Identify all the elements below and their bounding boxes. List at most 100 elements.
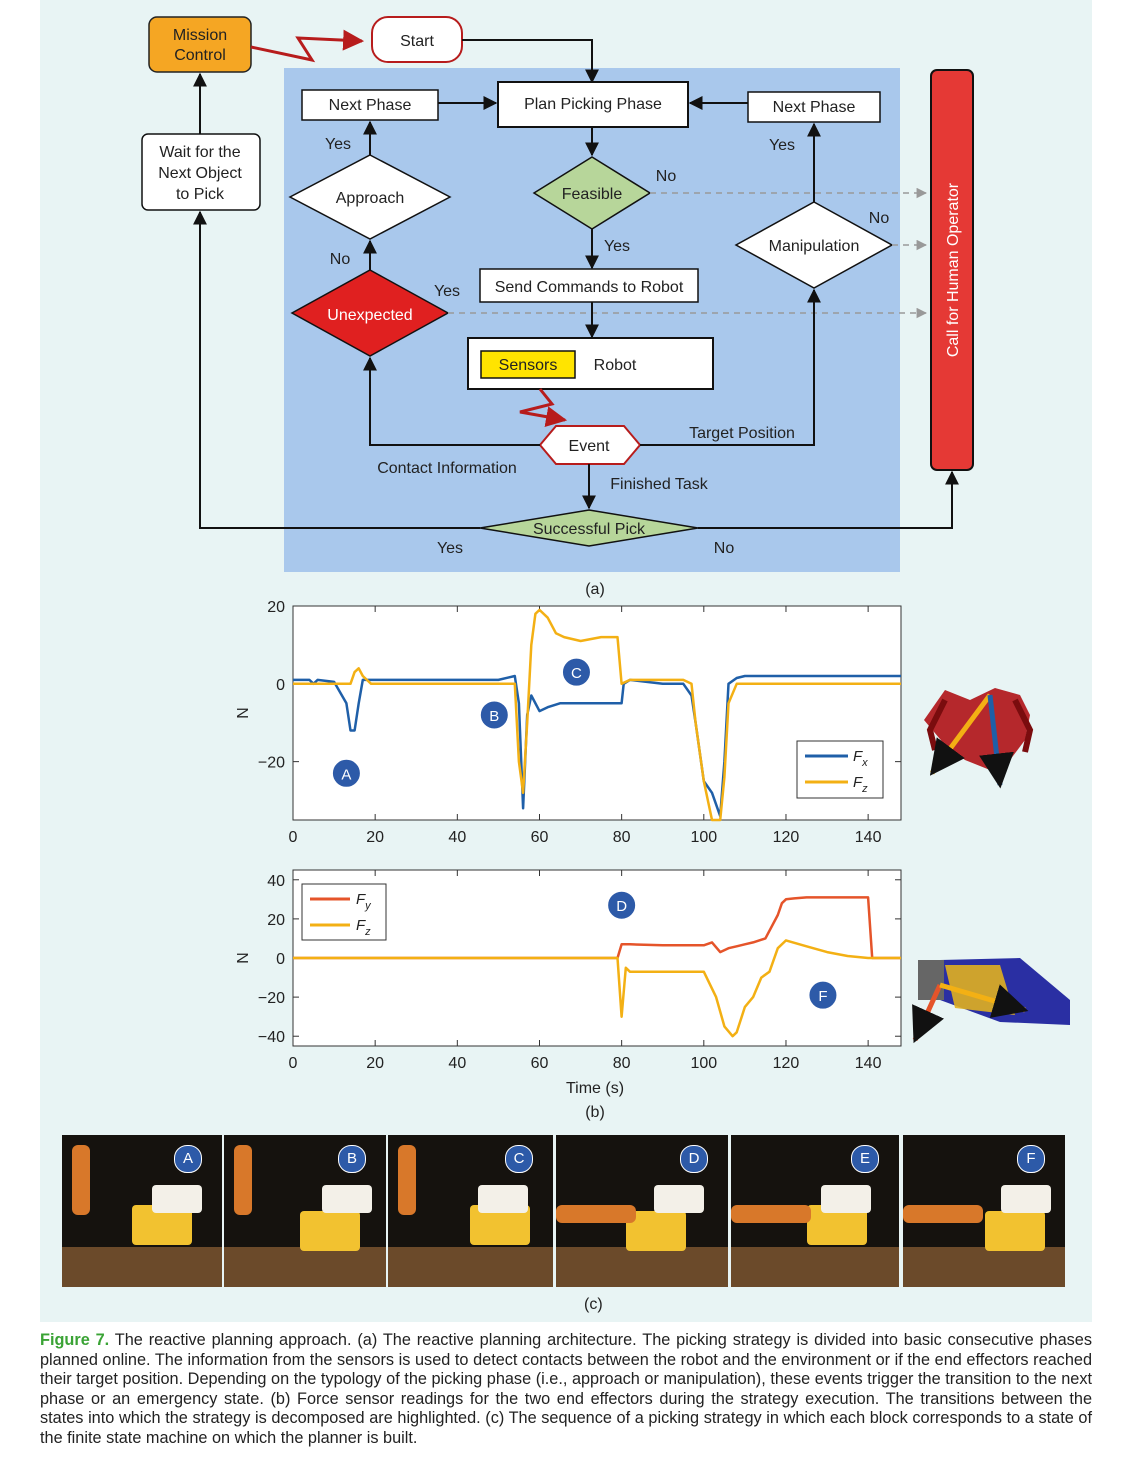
photo-state-e: E <box>731 1135 899 1287</box>
state-marker-label: D <box>616 898 627 915</box>
y-axis-label: N <box>233 707 250 719</box>
event-label: Event <box>569 438 610 455</box>
x-tick-label: 40 <box>448 829 466 846</box>
feasible-no-label: No <box>656 168 677 185</box>
next-phase-left-label: Next Phase <box>329 97 412 114</box>
approach-yes-label: Yes <box>325 136 351 153</box>
gripper-arm-illustration <box>912 958 1070 1044</box>
start-label: Start <box>400 33 434 50</box>
state-marker-c <box>561 657 591 687</box>
manipulation-label: Manipulation <box>769 238 860 255</box>
table-surface <box>62 1247 222 1287</box>
table-surface <box>388 1247 553 1287</box>
event-to-unexpected-arrow <box>363 356 540 446</box>
feasible-label: Feasible <box>562 186 623 203</box>
plan-picking-phase-label: Plan Picking Phase <box>524 96 662 113</box>
y-tick-label: −20 <box>258 755 285 772</box>
call-human-operator-label: Call for Human Operator <box>945 182 962 357</box>
manipulation-diamond <box>734 201 894 289</box>
yellow-container <box>300 1211 360 1251</box>
state-marker-label: A <box>341 766 351 783</box>
state-badge: D <box>680 1145 708 1173</box>
unexpected-yes-label: Yes <box>434 283 460 300</box>
successful-pick-label: Successful Pick <box>533 521 646 538</box>
y-axis-label: N <box>233 952 250 964</box>
pick-no-label: No <box>714 540 735 557</box>
yellow-container <box>626 1211 686 1251</box>
sensors-to-event-signal <box>519 388 568 428</box>
successful-pick-diamond <box>479 509 699 547</box>
x-tick-label: 40 <box>448 1055 466 1072</box>
next-phase-left-box <box>301 89 439 121</box>
x-tick-label: 100 <box>690 1055 717 1072</box>
x-tick-label: 120 <box>773 829 800 846</box>
state-badge: C <box>505 1145 533 1173</box>
white-container <box>152 1185 202 1213</box>
chart2-legend: Fy Fz <box>301 883 387 941</box>
target-position-label: Target Position <box>689 425 795 442</box>
y-tick-label: 40 <box>267 873 285 890</box>
white-container <box>654 1185 704 1213</box>
state-marker-d <box>607 890 637 920</box>
legend-fy-label: Fy <box>356 891 372 912</box>
start-arrow <box>462 39 599 84</box>
series-line-fz <box>293 939 901 1038</box>
send-commands-label: Send Commands to Robot <box>495 279 684 296</box>
state-marker-label: F <box>818 988 827 1005</box>
series-line-fy <box>293 896 901 960</box>
subfigure-b-label: (b) <box>585 1104 605 1121</box>
state-marker-f <box>808 980 838 1010</box>
sensors-box <box>480 350 576 379</box>
y-tick-label: 20 <box>267 912 285 929</box>
feasible-yes-label: Yes <box>604 238 630 255</box>
table-surface <box>556 1247 728 1287</box>
y-tick-label: −20 <box>258 990 285 1007</box>
x-tick-label: 120 <box>773 1055 800 1072</box>
state-marker-label: C <box>571 665 582 682</box>
next-phase-right-box <box>747 91 881 123</box>
state-badge: F <box>1017 1145 1045 1173</box>
white-container <box>322 1185 372 1213</box>
pick-yes-arrow <box>193 210 480 529</box>
x-tick-label: 140 <box>855 1055 882 1072</box>
table-surface <box>731 1247 899 1287</box>
photo-state-a: A <box>62 1135 222 1287</box>
approach-diamond <box>288 154 452 240</box>
next-phase-right-label: Next Phase <box>773 99 856 116</box>
y-tick-label: −40 <box>258 1029 285 1046</box>
robot-arm <box>731 1205 811 1223</box>
robot-arm <box>903 1205 983 1223</box>
finished-task-label: Finished Task <box>610 476 709 493</box>
x-tick-label: 80 <box>613 829 631 846</box>
x-tick-label: 60 <box>531 1055 549 1072</box>
unexpected-no-label: No <box>330 251 351 268</box>
white-container <box>821 1185 871 1213</box>
legend-fz2-label: Fz <box>356 917 371 938</box>
contact-information-label: Contact Information <box>377 460 517 477</box>
legend-fz-label: Fz <box>853 774 868 795</box>
photo-state-f: F <box>903 1135 1065 1287</box>
state-badge: E <box>851 1145 879 1173</box>
x-tick-label: 100 <box>690 829 717 846</box>
figure-caption: Figure 7. The reactive planning approach… <box>40 1331 1092 1449</box>
robot-arm <box>398 1145 416 1215</box>
series-line-fz <box>293 608 901 822</box>
robot-arm <box>234 1145 252 1215</box>
state-badge: A <box>174 1145 202 1173</box>
table-surface <box>903 1247 1065 1287</box>
approach-label: Approach <box>336 190 405 207</box>
mission-to-start-signal <box>250 29 365 63</box>
mission-control-box <box>148 16 252 73</box>
x-tick-label: 0 <box>289 1055 298 1072</box>
chart1-legend: Fx Fz <box>796 740 884 799</box>
state-marker-label: B <box>489 708 499 725</box>
x-tick-label: 0 <box>289 829 298 846</box>
legend-fx-label: Fx <box>853 748 868 769</box>
